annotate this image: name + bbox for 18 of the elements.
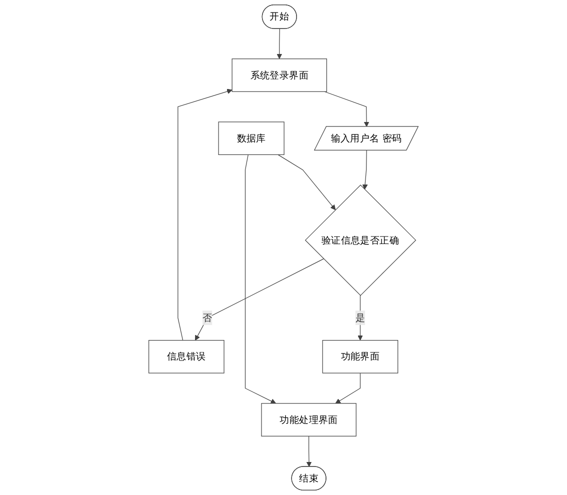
arrow — [195, 258, 324, 341]
arrow — [306, 436, 312, 468]
edge-label: 否 — [202, 312, 212, 324]
node-box: 系统登录界面 — [232, 58, 327, 92]
arrow — [276, 28, 282, 60]
node-box: 功能处理界面 — [261, 403, 356, 436]
node-box: 数据库 — [218, 122, 284, 155]
arrow — [278, 154, 336, 210]
arrow — [358, 295, 363, 341]
node-diamond: 验证信息是否正确 — [304, 184, 416, 296]
arrow — [244, 154, 276, 404]
arrow — [178, 88, 232, 341]
arrow — [335, 372, 361, 404]
node-box: 功能界面 — [322, 340, 398, 374]
arrow — [324, 91, 370, 128]
edge-label: 是 — [355, 312, 366, 324]
node-box: 信息错误 — [148, 340, 224, 374]
arrow — [362, 150, 368, 190]
